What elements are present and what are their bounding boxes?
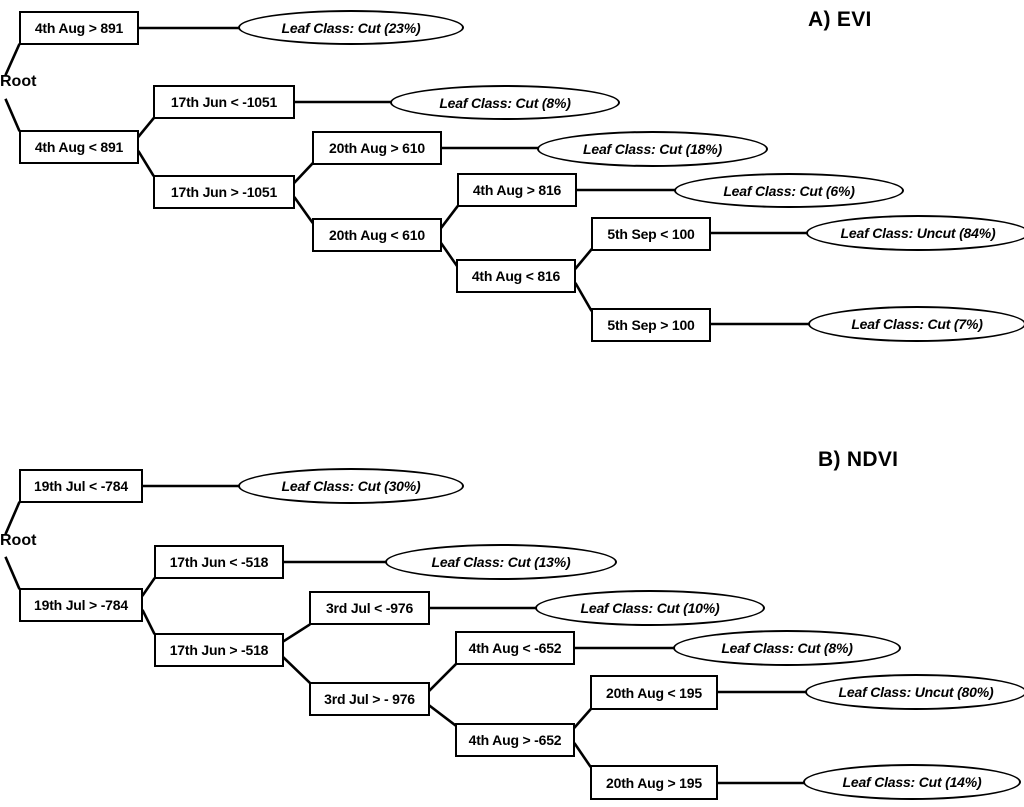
node-b-20th-aug-lt-195[interactable]: 20th Aug < 195 — [590, 675, 718, 710]
edge-b-n8-n10 — [573, 742, 592, 768]
edge-a-n6-n8 — [439, 241, 459, 268]
edge-a-root-upper — [4, 43, 21, 76]
leaf-a-cut-7[interactable]: Leaf Class: Cut (7%) — [808, 306, 1024, 342]
leaf-b-uncut-80[interactable]: Leaf Class: Uncut (80%) — [805, 674, 1024, 710]
edge-a-n6-n7 — [439, 205, 459, 230]
node-b-4th-aug-gt-652[interactable]: 4th Aug > -652 — [455, 723, 575, 757]
edge-b-root-lower — [4, 556, 21, 590]
leaf-a-cut-18[interactable]: Leaf Class: Cut (18%) — [537, 131, 768, 167]
edge-a-n8-n9 — [574, 248, 593, 270]
node-a-20th-aug-lt-610[interactable]: 20th Aug < 610 — [312, 218, 442, 252]
node-b-17th-jun-gt-518[interactable]: 17th Jun > -518 — [154, 633, 284, 667]
leaf-b-cut-10[interactable]: Leaf Class: Cut (10%) — [535, 590, 765, 626]
node-a-5th-sep-gt-100[interactable]: 5th Sep > 100 — [591, 308, 711, 342]
leaf-a-uncut-84[interactable]: Leaf Class: Uncut (84%) — [806, 215, 1024, 251]
leaf-b-cut-8[interactable]: Leaf Class: Cut (8%) — [673, 630, 901, 666]
edge-b-n6-n8 — [428, 704, 457, 727]
leaf-a-cut-23[interactable]: Leaf Class: Cut (23%) — [238, 10, 464, 45]
node-b-17th-jun-lt-518[interactable]: 17th Jun < -518 — [154, 545, 284, 579]
edge-b-n2-n4 — [141, 609, 156, 635]
leaf-a-cut-6[interactable]: Leaf Class: Cut (6%) — [674, 173, 904, 208]
node-b-19th-jul-gt-784[interactable]: 19th Jul > -784 — [19, 588, 143, 622]
panel-title-evi: A) EVI — [808, 8, 872, 31]
node-b-3rd-jul-lt-976[interactable]: 3rd Jul < -976 — [309, 591, 430, 625]
node-a-4th-aug-gt-816[interactable]: 4th Aug > 816 — [457, 173, 577, 207]
node-a-4th-aug-gt-891[interactable]: 4th Aug > 891 — [19, 11, 139, 45]
node-b-20th-aug-gt-195[interactable]: 20th Aug > 195 — [590, 765, 718, 800]
panel-title-ndvi: B) NDVI — [818, 448, 899, 471]
node-a-17th-jun-lt-1051[interactable]: 17th Jun < -1051 — [153, 85, 295, 119]
leaf-b-cut-14[interactable]: Leaf Class: Cut (14%) — [803, 764, 1021, 800]
node-a-17th-jun-gt-1051[interactable]: 17th Jun > -1051 — [153, 175, 295, 209]
edge-b-n8-n9 — [573, 708, 592, 729]
node-b-19th-jul-lt-784[interactable]: 19th Jul < -784 — [19, 469, 143, 503]
edge-b-n2-n3 — [141, 577, 156, 597]
root-label-evi: Root — [0, 73, 37, 90]
edge-b-n4-n6 — [282, 656, 311, 684]
edge-a-n4-n5 — [293, 162, 314, 184]
node-a-4th-aug-lt-816[interactable]: 4th Aug < 816 — [456, 259, 576, 293]
node-b-3rd-jul-gt-976[interactable]: 3rd Jul > - 976 — [309, 682, 430, 716]
root-label-ndvi: Root — [0, 532, 37, 549]
leaf-b-cut-13[interactable]: Leaf Class: Cut (13%) — [385, 544, 617, 580]
node-a-4th-aug-lt-891[interactable]: 4th Aug < 891 — [19, 130, 139, 164]
edge-a-root-lower — [4, 98, 21, 132]
node-a-20th-aug-gt-610[interactable]: 20th Aug > 610 — [312, 131, 442, 165]
edge-b-n6-n7 — [428, 663, 457, 692]
edge-a-n2-n4 — [137, 150, 155, 177]
node-a-5th-sep-lt-100[interactable]: 5th Sep < 100 — [591, 217, 711, 251]
edge-b-root-upper — [4, 501, 21, 535]
edge-b-n4-n5 — [282, 623, 311, 643]
node-b-4th-aug-lt-652[interactable]: 4th Aug < -652 — [455, 631, 575, 665]
edge-a-n8-n10 — [574, 282, 593, 312]
leaf-b-cut-30[interactable]: Leaf Class: Cut (30%) — [238, 468, 464, 504]
leaf-a-cut-8[interactable]: Leaf Class: Cut (8%) — [390, 85, 620, 120]
edge-a-n4-n6 — [293, 196, 314, 224]
edge-a-n2-n3 — [137, 117, 155, 138]
